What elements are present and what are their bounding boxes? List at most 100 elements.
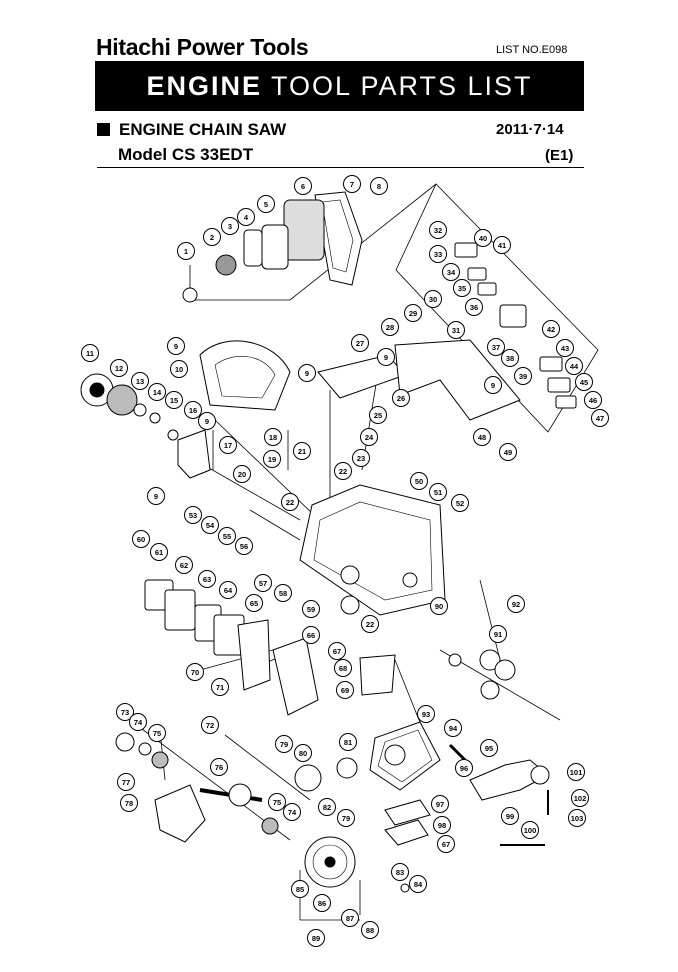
header-rule xyxy=(97,167,584,168)
part-callout-81: 81 xyxy=(339,733,357,751)
part-callout-41: 41 xyxy=(493,236,511,254)
part-callout-86: 86 xyxy=(313,894,331,912)
callout-circle xyxy=(343,175,361,193)
part-callout-31: 31 xyxy=(447,321,465,339)
callout-circle xyxy=(473,428,491,446)
callout-circle xyxy=(391,863,409,881)
part-callout-51: 51 xyxy=(429,483,447,501)
callout-circle xyxy=(294,177,312,195)
part-callout-63: 63 xyxy=(198,570,216,588)
callout-number: 10 xyxy=(175,365,183,374)
part-callout-9: 9 xyxy=(167,337,185,355)
callout-circle xyxy=(170,360,188,378)
callout-number: 31 xyxy=(452,326,460,335)
part-callout-2: 2 xyxy=(203,228,221,246)
part-callout-9: 9 xyxy=(147,487,165,505)
part-callout-79: 79 xyxy=(337,809,355,827)
callout-circle xyxy=(233,465,251,483)
callout-circle xyxy=(274,584,292,602)
callout-circle xyxy=(480,739,498,757)
part-callout-27: 27 xyxy=(351,334,369,352)
callout-number: 39 xyxy=(519,372,527,381)
callout-number: 54 xyxy=(206,521,215,530)
part-callout-54: 54 xyxy=(201,516,219,534)
callout-number: 67 xyxy=(442,840,450,849)
part-callout-1: 1 xyxy=(177,242,195,260)
part-callout-91: 91 xyxy=(489,625,507,643)
callout-circle xyxy=(501,349,519,367)
part-callout-30: 30 xyxy=(424,290,442,308)
callout-number: 22 xyxy=(339,467,347,476)
callout-number: 93 xyxy=(422,710,430,719)
part-callout-59: 59 xyxy=(302,600,320,618)
callout-number: 87 xyxy=(346,914,354,923)
part-callout-33: 33 xyxy=(429,245,447,263)
callout-number: 5 xyxy=(264,200,268,209)
part-callout-3: 3 xyxy=(221,217,239,235)
part-callout-94: 94 xyxy=(444,719,462,737)
callout-circle xyxy=(429,245,447,263)
callout-circle xyxy=(117,773,135,791)
callout-number: 14 xyxy=(153,388,162,397)
callout-circle xyxy=(257,195,275,213)
callout-number: 59 xyxy=(307,605,315,614)
callout-number: 74 xyxy=(134,718,143,727)
part-callout-48: 48 xyxy=(473,428,491,446)
part-callout-7: 7 xyxy=(343,175,361,193)
callout-number: 76 xyxy=(215,763,223,772)
callout-circle xyxy=(302,600,320,618)
callout-number: 18 xyxy=(269,433,277,442)
square-bullet-icon xyxy=(97,123,110,136)
callout-circle xyxy=(487,338,505,356)
callout-number: 42 xyxy=(547,325,555,334)
callout-circle xyxy=(337,809,355,827)
callout-circle xyxy=(165,391,183,409)
part-callout-76: 76 xyxy=(210,758,228,776)
callout-number: 73 xyxy=(121,708,129,717)
callout-circle xyxy=(148,724,166,742)
callout-circle xyxy=(489,625,507,643)
callout-number: 97 xyxy=(436,800,444,809)
callout-circle xyxy=(493,236,511,254)
part-callout-4: 4 xyxy=(237,208,255,226)
callout-circle xyxy=(318,798,336,816)
callout-circle xyxy=(293,442,311,460)
callout-circle xyxy=(177,242,195,260)
part-shapes xyxy=(80,191,577,893)
callout-number: 85 xyxy=(296,885,304,894)
callout-number: 77 xyxy=(122,778,130,787)
part-callout-9: 9 xyxy=(484,376,502,394)
callout-number: 22 xyxy=(366,620,374,629)
callout-number: 40 xyxy=(479,234,487,243)
callout-number: 95 xyxy=(485,744,493,753)
callout-number: 70 xyxy=(191,668,199,677)
callout-circle xyxy=(201,716,219,734)
callout-circle xyxy=(514,367,532,385)
callout-circle xyxy=(116,703,134,721)
callout-circle xyxy=(328,642,346,660)
part-callout-9: 9 xyxy=(377,348,395,366)
callout-circle xyxy=(429,483,447,501)
callout-number: 94 xyxy=(449,724,458,733)
part-callout-71: 71 xyxy=(211,678,229,696)
callout-number: 33 xyxy=(434,250,442,259)
callout-circle xyxy=(567,763,585,781)
callout-circle xyxy=(352,449,370,467)
callout-circle xyxy=(210,758,228,776)
callout-number: 24 xyxy=(365,433,374,442)
part-callout-102: 102 xyxy=(571,789,589,807)
callout-circle xyxy=(167,337,185,355)
callout-number: 88 xyxy=(366,926,374,935)
part-callout-32: 32 xyxy=(429,221,447,239)
callout-number: 68 xyxy=(339,664,347,673)
part-callout-67: 67 xyxy=(437,835,455,853)
callout-circle xyxy=(431,795,449,813)
callout-circle xyxy=(361,615,379,633)
callout-number: 79 xyxy=(342,814,350,823)
callout-number: 38 xyxy=(506,354,514,363)
callout-number: 58 xyxy=(279,589,287,598)
part-callout-53: 53 xyxy=(184,506,202,524)
part-callout-10: 10 xyxy=(170,360,188,378)
part-callout-52: 52 xyxy=(451,494,469,512)
callout-circle xyxy=(245,594,263,612)
